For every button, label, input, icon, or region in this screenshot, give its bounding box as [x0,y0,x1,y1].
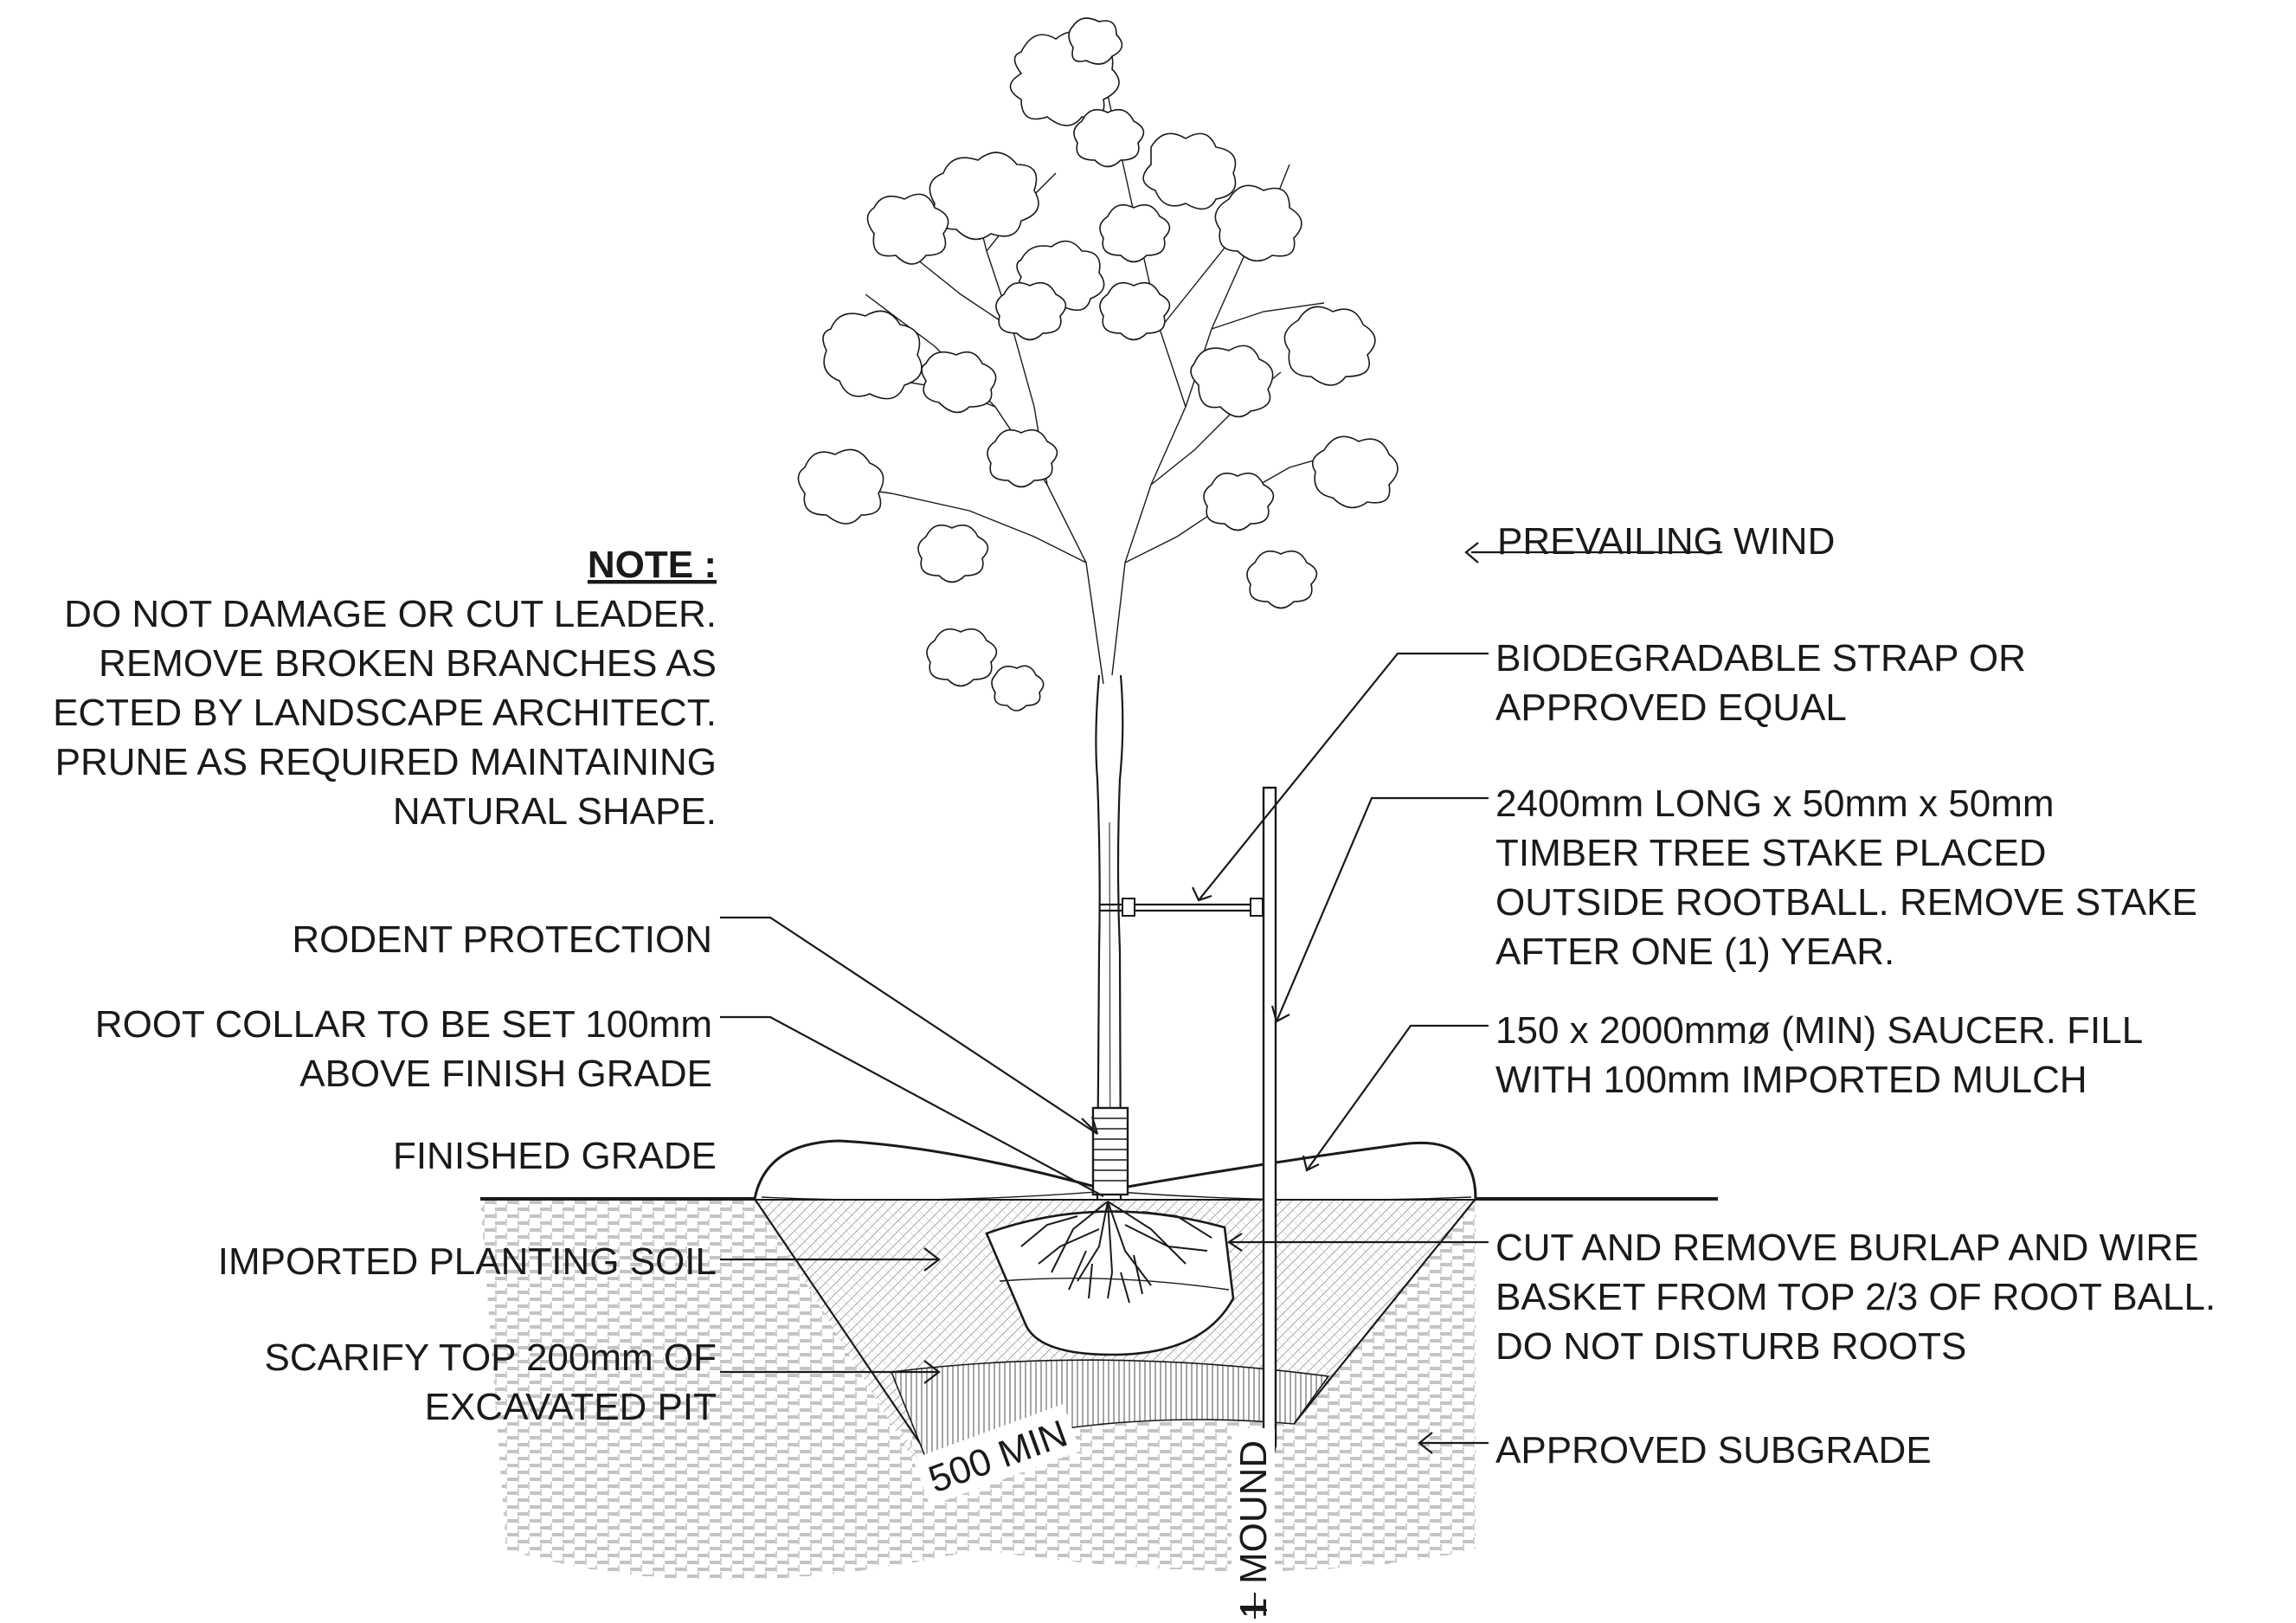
label-root-collar-1: ROOT COLLAR TO BE SET 100mm [95,1003,712,1046]
rodent-protection-wrap [1091,1106,1129,1196]
note-line-5: NATURAL SHAPE. [393,790,717,833]
label-strap-2: APPROVED EQUAL [1495,686,1847,729]
right-labels: PREVAILING WIND BIODEGRADABLE STRAP OR A… [1495,520,2216,1472]
label-prevailing-wind: PREVAILING WIND [1497,520,1835,563]
label-planting-soil: IMPORTED PLANTING SOIL [218,1240,717,1283]
root-ball [985,1201,1235,1356]
tree-canopy [797,17,1399,712]
timber-stake [1262,786,1277,1472]
note-line-2: REMOVE BROKEN BRANCHES AS [99,642,717,685]
label-scarify-2: EXCAVATED PIT [425,1386,717,1428]
label-strap-1: BIODEGRADABLE STRAP OR [1495,637,2026,679]
label-rodent-protection: RODENT PROTECTION [292,918,712,961]
note-line-1: DO NOT DAMAGE OR CUT LEADER. [64,593,717,635]
label-subgrade: APPROVED SUBGRADE [1495,1429,1932,1472]
label-burlap-2: BASKET FROM TOP 2/3 OF ROOT BALL. [1495,1276,2216,1318]
label-root-collar-2: ABOVE FINISH GRADE [299,1053,712,1095]
label-stake-4: AFTER ONE (1) YEAR. [1495,931,1894,973]
note-title: NOTE : [588,544,717,586]
label-burlap-3: DO NOT DISTURB ROOTS [1495,1325,1966,1368]
label-burlap-1: CUT AND REMOVE BURLAP AND WIRE [1495,1227,2199,1269]
label-stake-1: 2400mm LONG x 50mm x 50mm [1495,783,2055,825]
note-line-4: PRUNE AS REQUIRED MAINTAINING [55,741,717,783]
label-saucer-1: 150 x 2000mmø (MIN) SAUCER. FILL [1495,1009,2143,1052]
note-line-3: ECTED BY LANDSCAPE ARCHITECT. [53,692,717,734]
label-mound: MOUND [1232,1440,1275,1584]
label-stake-3: OUTSIDE ROOTBALL. REMOVE STAKE [1495,881,2197,924]
label-saucer-2: WITH 100mm IMPORTED MULCH [1495,1059,2087,1101]
left-labels: RODENT PROTECTION ROOT COLLAR TO BE SET … [95,918,717,1428]
label-stake-2: TIMBER TREE STAKE PLACED [1495,832,2047,874]
strap [1099,898,1264,917]
leader-lines [720,542,1722,1454]
note-block: NOTE : DO NOT DAMAGE OR CUT LEADER. REMO… [53,544,717,833]
label-mound-prefix: 1 [1232,1598,1275,1619]
label-finished-grade: FINISHED GRADE [393,1135,717,1177]
label-scarify-1: SCARIFY TOP 200mm OF [265,1336,717,1379]
